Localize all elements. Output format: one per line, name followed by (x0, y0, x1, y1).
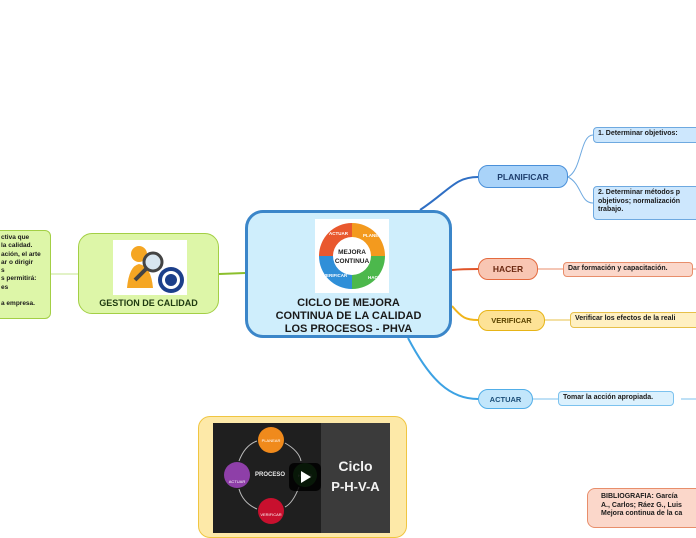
central-title-line-2: CONTINUA DE LA CALIDAD (275, 310, 422, 322)
notes-line: ación, el arte (1, 250, 41, 258)
cycle-segment-hacer: HACER (368, 275, 385, 280)
central-title-line-1: CICLO DE MEJORA (297, 297, 400, 309)
quality-inspector-image (113, 240, 187, 295)
cycle-center-line-2: CONTINUA (335, 258, 370, 265)
notes-line: a empresa. (1, 300, 35, 308)
central-topic[interactable]: ACTUAR PLANEAR HACER VERIFICAR MEJORA CO… (245, 210, 452, 338)
connector-planificar (419, 176, 479, 211)
connector-plan-2 (567, 176, 594, 204)
branch-verificar[interactable]: VERIFICAR (478, 310, 545, 331)
notes-line: la calidad. (1, 242, 33, 250)
gestion-calidad-label: GESTION DE CALIDAD (99, 298, 198, 308)
video-step-planear: PLANEAR (262, 438, 281, 443)
notes-line: s (1, 267, 5, 275)
video-step-verificar: VERIFICAR (260, 512, 281, 517)
cycle-segment-planear: PLANEAR (363, 233, 386, 238)
gestion-calidad-node[interactable]: GESTION DE CALIDAD (78, 233, 219, 314)
play-icon (301, 471, 311, 483)
central-title-line-3: LOS PROCESOS - PHVA (284, 323, 413, 335)
connector-verificar (451, 305, 479, 321)
video-brand: PROCESO (255, 472, 286, 478)
bibliografia-line-1: BIBLIOGRAFIA: García (601, 493, 678, 500)
connector-gestion (218, 272, 246, 275)
play-button[interactable] (289, 463, 321, 491)
notes-line: ar o dirigir (1, 258, 34, 266)
notes-line (1, 292, 48, 300)
video-step-actuar: ACTUAR (229, 479, 246, 484)
planificar-item-2-line-2: objetivos; normalización (598, 197, 681, 205)
planificar-item-2-line-3: trabajo. (598, 206, 624, 213)
video-thumbnail[interactable]: PLANEAR HACER VERIFICAR ACTUAR PROCESO C… (213, 423, 390, 533)
planificar-item-2[interactable]: 2. Determinar métodos p objetivos; norma… (593, 186, 696, 220)
bibliografia-line-3: Mejora continua de la ca (601, 510, 683, 517)
notes-line: ctiva que (1, 234, 30, 241)
gestion-notes[interactable]: ctiva que la calidad. ación, el arte ar … (0, 230, 51, 319)
notes-line: s permitirá: (1, 275, 37, 283)
bibliografia-line-2: A., Carlos; Ráez G., Luis (601, 501, 682, 509)
hacer-item-1[interactable]: Dar formación y capacitación. (563, 262, 693, 277)
branch-actuar[interactable]: ACTUAR (478, 389, 533, 409)
connector-hacer (451, 268, 479, 271)
connector-plan-1 (567, 134, 594, 178)
actuar-item-1[interactable]: Tomar la acción apropiada. (558, 391, 674, 406)
notes-line: es (1, 283, 9, 291)
bibliografia-node[interactable]: BIBLIOGRAFIA: García A., Carlos; Ráez G.… (587, 488, 696, 528)
connector-lines (51, 134, 696, 400)
branch-planificar[interactable]: PLANIFICAR (478, 165, 568, 188)
mejora-continua-cycle-image: ACTUAR PLANEAR HACER VERIFICAR MEJORA CO… (315, 219, 389, 293)
video-title-line-2: P-H-V-A (331, 479, 380, 494)
video-title-line-1: Ciclo (338, 458, 373, 474)
cycle-center-line-1: MEJORA (338, 249, 366, 256)
branch-hacer[interactable]: HACER (478, 258, 538, 280)
cycle-segment-actuar: ACTUAR (329, 231, 349, 236)
connector-actuar (407, 337, 479, 400)
planificar-item-1[interactable]: 1. Determinar objetivos: (593, 127, 696, 143)
cycle-segment-verificar: VERIFICAR (323, 273, 348, 278)
verificar-item-1[interactable]: Verificar los efectos de la reali (570, 312, 696, 328)
central-title: CICLO DE MEJORA CONTINUA DE LA CALIDAD L… (252, 297, 445, 336)
planificar-item-2-line-1: 2. Determinar métodos p (598, 189, 681, 196)
